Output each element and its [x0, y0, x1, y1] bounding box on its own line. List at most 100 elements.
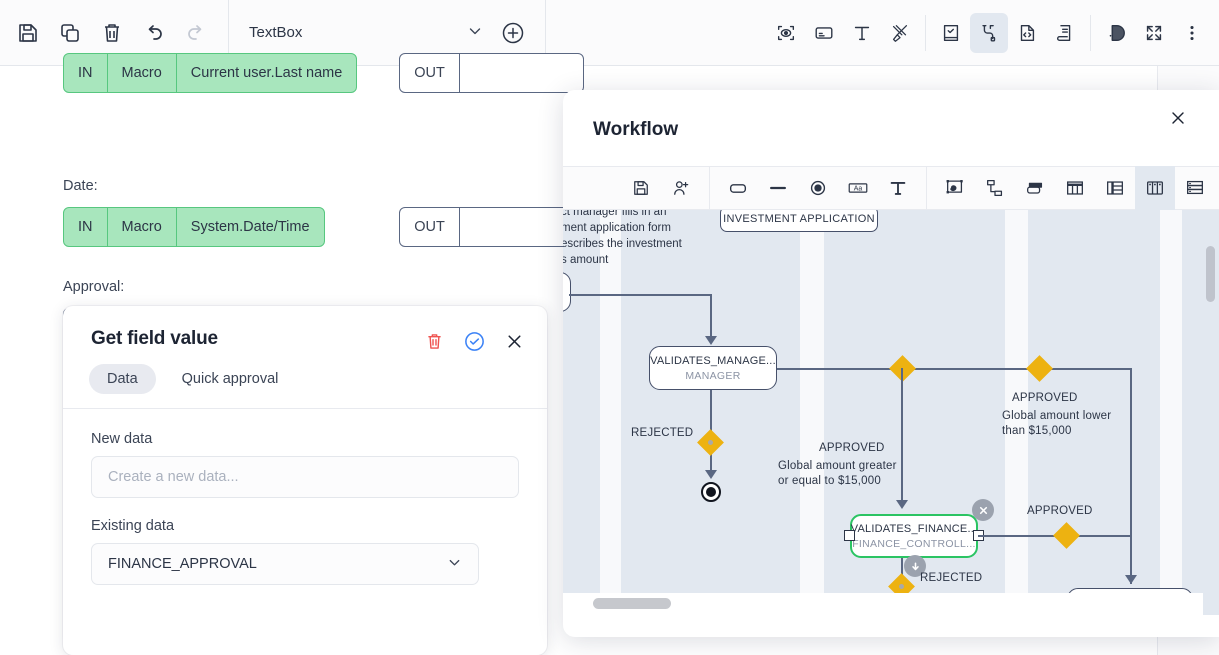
chevron-down-icon: [467, 23, 483, 43]
confirm-check-icon[interactable]: [463, 330, 486, 358]
text-box-icon[interactable]: Aa: [838, 166, 878, 210]
add-below-icon[interactable]: [904, 555, 926, 577]
toolbar-divider: [228, 0, 229, 66]
save-icon[interactable]: [621, 166, 661, 210]
list-rows-icon[interactable]: [1175, 166, 1215, 210]
rounded-rect-shape-icon[interactable]: [718, 166, 758, 210]
macro-value-2: System.Date/Time: [190, 219, 310, 235]
gfv-body: New data Create a new data... Existing d…: [63, 409, 547, 585]
field-label-date: Date:: [63, 178, 98, 194]
resize-handle-left[interactable]: [844, 530, 855, 541]
edge-to-finance: [901, 368, 903, 502]
circle-shape-icon[interactable]: [798, 166, 838, 210]
get-field-value-panel: Get field value: [63, 306, 547, 655]
gfv-tabs: Data Quick approval: [63, 350, 547, 394]
workflow-modal: Workflow: [563, 90, 1219, 637]
save-icon[interactable]: [8, 13, 48, 53]
code-file-icon[interactable]: [1008, 13, 1046, 53]
gateway-finance-approved[interactable]: [1053, 522, 1080, 549]
macro-in-tag-2: IN: [64, 208, 108, 246]
add-widget-button[interactable]: [493, 13, 533, 53]
lane-band-3: [1005, 210, 1028, 615]
edge-label-approved-3: APPROVED: [1027, 505, 1093, 517]
edge-manager-right: [777, 368, 1131, 370]
checklist-icon[interactable]: [932, 13, 970, 53]
hierarchy-icon[interactable]: [975, 166, 1015, 210]
delete-icon[interactable]: [424, 331, 445, 357]
macro-value: Current user.Last name: [190, 65, 343, 81]
undo-icon[interactable]: [134, 13, 174, 53]
workflow-title: Workflow: [593, 119, 679, 140]
delete-icon[interactable]: [92, 13, 132, 53]
canvas-horizontal-scrollbar-thumb[interactable]: [593, 598, 671, 609]
node-validates-manager[interactable]: VALIDATES_MANAGE... MANAGER: [649, 346, 777, 390]
field-label-approval: Approval:: [63, 279, 125, 295]
canvas-vertical-scrollbar[interactable]: [1206, 246, 1215, 302]
svg-text:Aa: Aa: [854, 185, 863, 192]
gateway-approved-high[interactable]: [889, 355, 916, 382]
node-validates-finance-role: FINANCE_CONTROLL...: [852, 537, 976, 550]
widget-type-value: TextBox: [249, 24, 303, 41]
arrow-to-manager: [705, 336, 717, 345]
out-value-1[interactable]: [460, 54, 583, 92]
redo-icon[interactable]: [176, 13, 216, 53]
macro-chip-datetime[interactable]: IN Macro System.Date/Time: [63, 207, 325, 247]
close-icon[interactable]: [504, 331, 525, 357]
canvas-horizontal-scrollbar-track[interactable]: [563, 593, 1203, 615]
chevron-down-icon: [447, 555, 462, 574]
swimlane-icon[interactable]: [1135, 166, 1175, 210]
gfv-actions: [424, 330, 525, 358]
tab-quick-approval[interactable]: Quick approval: [181, 371, 279, 387]
new-data-label: New data: [91, 431, 153, 447]
toolbar-divider-2: [545, 0, 546, 66]
node-validates-finance[interactable]: VALIDATES_FINANCE... FINANCE_CONTROLL...: [850, 514, 978, 558]
tab-data[interactable]: Data: [89, 364, 156, 394]
copy-icon[interactable]: [50, 13, 90, 53]
node-investment-application[interactable]: INVESTMENT APPLICATION: [720, 210, 878, 232]
line-shape-icon[interactable]: [758, 166, 798, 210]
out-field-2[interactable]: OUT: [399, 207, 584, 247]
edge-label-approved-1: APPROVED: [819, 442, 885, 454]
text-style-icon[interactable]: [843, 13, 881, 53]
arrow-to-director: [1125, 575, 1137, 584]
card-icon[interactable]: [805, 13, 843, 53]
gateway-approved-low[interactable]: [1026, 355, 1053, 382]
more-vertical-icon[interactable]: [1173, 13, 1211, 53]
existing-data-select[interactable]: FINANCE_APPROVAL: [91, 543, 479, 585]
close-icon[interactable]: [1165, 105, 1191, 131]
columns-icon[interactable]: [1055, 166, 1095, 210]
toolbar-right-divider-2: [1090, 14, 1091, 51]
toolbar-right-group: [767, 0, 1219, 66]
macro-chip-lastname[interactable]: IN Macro Current user.Last name: [63, 53, 358, 93]
group-shape-icon[interactable]: [1015, 166, 1055, 210]
select-pointer-icon[interactable]: [935, 166, 975, 210]
delete-node-icon[interactable]: [972, 499, 994, 521]
lane-band-2: [800, 210, 824, 615]
lane-band-4: [1160, 210, 1182, 615]
spacer: [91, 498, 519, 518]
gfv-title: Get field value: [91, 328, 218, 349]
gateway-manager-rejected[interactable]: [697, 429, 724, 456]
widget-type-select[interactable]: TextBox: [241, 13, 491, 53]
out-tag-2: OUT: [400, 208, 460, 246]
out-field-1[interactable]: OUT: [399, 53, 584, 93]
theme-icon[interactable]: [1097, 13, 1135, 53]
rows-layout-icon[interactable]: [1095, 166, 1135, 210]
add-user-icon[interactable]: [661, 166, 701, 210]
gfv-divider: [63, 408, 547, 409]
text-icon[interactable]: [878, 166, 918, 210]
out-tag-1: OUT: [400, 54, 460, 92]
fullscreen-icon[interactable]: [1135, 13, 1173, 53]
preview-icon[interactable]: [767, 13, 805, 53]
arrow-manager-rejected: [705, 470, 717, 479]
end-node-1[interactable]: [701, 482, 721, 502]
script-icon[interactable]: [1046, 13, 1084, 53]
new-data-input[interactable]: Create a new data...: [91, 456, 519, 498]
macro-kind: Macro: [108, 54, 177, 92]
workflow-icon[interactable]: [970, 12, 1008, 53]
brush-icon[interactable]: [881, 13, 919, 53]
node-start-clipped[interactable]: [563, 272, 571, 312]
